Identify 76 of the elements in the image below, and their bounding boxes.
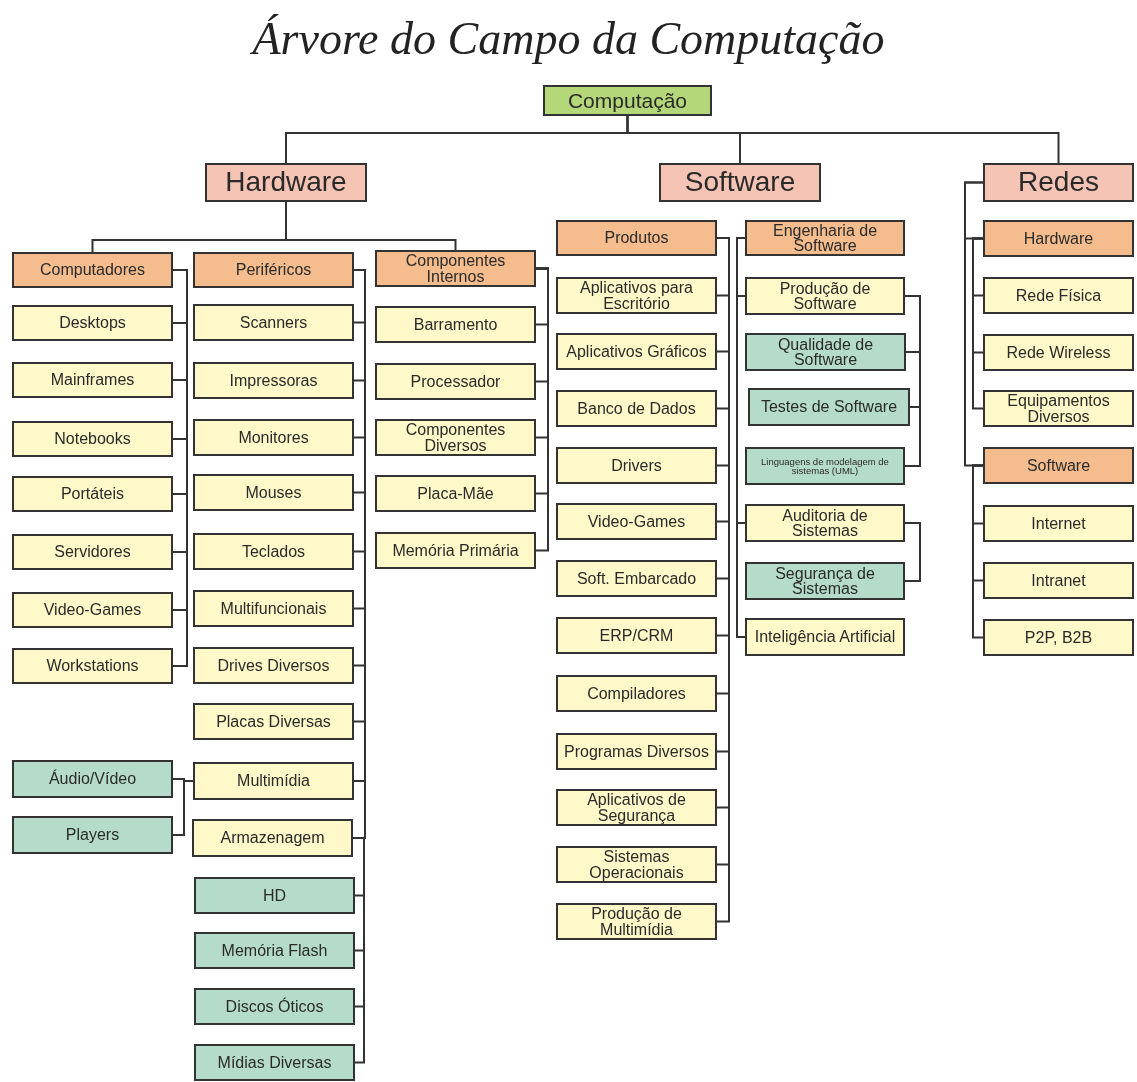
category-box: Software	[983, 447, 1134, 484]
category-box: Scanners	[193, 304, 354, 341]
category-box: Drivers	[556, 447, 717, 484]
category-box: Sistemas Operacionais	[556, 846, 717, 883]
connector-line	[626, 115, 1060, 164]
category-box: Video-Games	[556, 503, 717, 540]
category-box: Portáteis	[12, 476, 173, 512]
category-box: Armazenagem	[192, 819, 353, 857]
category-box: Desktops	[12, 305, 173, 341]
category-box: Produtos	[556, 220, 717, 256]
category-box: Programas Diversos	[556, 733, 717, 770]
category-box: Workstations	[12, 648, 173, 684]
category-box: Multifuncionais	[193, 590, 354, 627]
connector-line	[964, 181, 984, 467]
category-header-box: Redes	[983, 163, 1134, 202]
category-box: Rede Física	[983, 277, 1134, 314]
category-box: Componentes Diversos	[375, 419, 536, 456]
category-box: Servidores	[12, 534, 173, 570]
category-box: Impressoras	[193, 362, 354, 399]
category-box: Drives Diversos	[193, 647, 354, 684]
category-box: Áudio/Vídeo	[12, 760, 173, 798]
connector-line	[736, 237, 746, 638]
connector-line	[904, 522, 921, 582]
category-header-box: Hardware	[205, 163, 367, 202]
category-box: Produção de Software	[745, 277, 905, 315]
category-box: Produção de Multimídia	[556, 903, 717, 940]
category-box: Rede Wireless	[983, 334, 1134, 371]
category-header-box: Software	[659, 163, 821, 202]
category-box: Banco de Dados	[556, 390, 717, 427]
category-box: Periféricos	[193, 252, 354, 288]
category-box: Segurança de Sistemas	[745, 562, 905, 600]
category-box: Mouses	[193, 474, 354, 511]
category-box: Componentes Internos	[375, 250, 536, 287]
category-box: Video-Games	[12, 592, 173, 628]
category-box: Players	[12, 816, 173, 854]
category-header-box: Computação	[543, 85, 712, 116]
category-box: HD	[194, 877, 355, 914]
category-box: Teclados	[193, 533, 354, 570]
category-box: Equipamentos Diversos	[983, 390, 1134, 427]
category-box: Placa-Mãe	[375, 475, 536, 512]
connector-line	[904, 295, 921, 467]
category-box: Monitores	[193, 419, 354, 456]
category-box: Notebooks	[12, 421, 173, 457]
category-box: Testes de Software	[748, 388, 910, 426]
title: Árvore do Campo da Computação	[249, 14, 886, 65]
category-box: Soft. Embarcado	[556, 560, 717, 597]
category-box: P2P, B2B	[983, 619, 1134, 656]
category-box: Aplicativos para Escritório	[556, 277, 717, 314]
connector-line	[172, 780, 194, 836]
category-box: Aplicativos Gráficos	[556, 333, 717, 370]
category-box: Memória Flash	[194, 932, 355, 969]
category-box: Memória Primária	[375, 532, 536, 569]
connector-line	[285, 201, 457, 251]
connector-line	[352, 837, 365, 1064]
category-box: Linguagens de modelagem de sistemas (UML)	[745, 447, 905, 485]
category-box: Multimídia	[193, 762, 354, 800]
connector-line	[972, 237, 984, 410]
connector-line	[972, 464, 984, 639]
category-box: Barramento	[375, 306, 536, 343]
category-box: Intranet	[983, 562, 1134, 599]
category-box: Auditoria de Sistemas	[745, 504, 905, 542]
category-box: Hardware	[983, 220, 1134, 257]
category-box: Mainframes	[12, 362, 173, 398]
category-box: Discos Óticos	[194, 988, 355, 1025]
category-box: Engenharia de Software	[745, 220, 905, 256]
category-box: Mídias Diversas	[194, 1044, 355, 1081]
category-box: Placas Diversas	[193, 703, 354, 740]
category-box: Inteligência Artificial	[745, 618, 905, 656]
category-box: Compiladores	[556, 675, 717, 712]
category-box: ERP/CRM	[556, 617, 717, 654]
category-box: Computadores	[12, 252, 173, 288]
category-box: Aplicativos de Segurança	[556, 789, 717, 826]
category-box: Processador	[375, 363, 536, 400]
category-box: Qualidade de Software	[745, 333, 906, 371]
category-box: Internet	[983, 505, 1134, 542]
connector-line	[535, 267, 549, 552]
